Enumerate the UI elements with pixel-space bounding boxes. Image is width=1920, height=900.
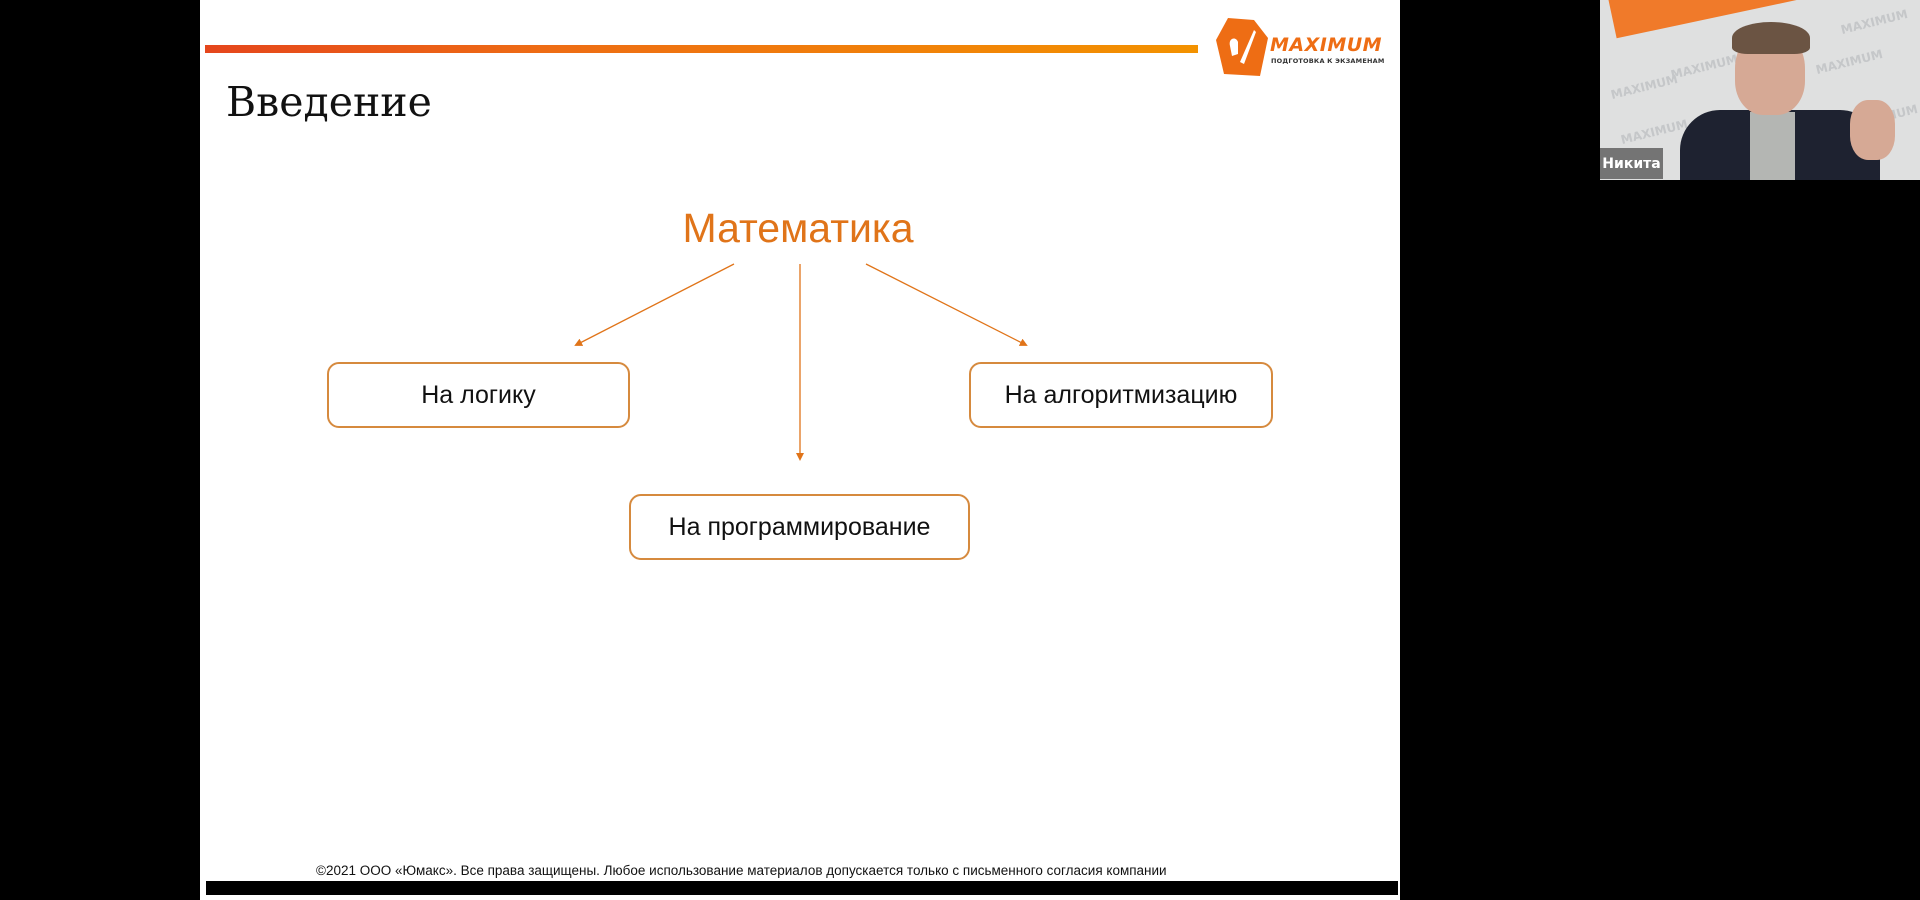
diagram-node-programming: На программирование <box>629 494 970 560</box>
arrow-to-algorithmization <box>865 263 1028 346</box>
backdrop-watermark: MAXIMUM <box>1814 46 1885 78</box>
participant-hair <box>1732 22 1810 54</box>
backdrop-watermark: MAXIMUM <box>1669 51 1740 83</box>
accent-bar <box>205 45 1198 53</box>
copyright-footer: ©2021 ООО «Юмакс». Все права защищены. Л… <box>316 863 1167 878</box>
participant-shirt <box>1750 112 1795 180</box>
bottom-bar <box>206 881 1398 895</box>
backdrop-watermark: MAXIMUM <box>1839 6 1910 38</box>
maximum-logo-icon <box>1216 18 1268 76</box>
participant-video-tile[interactable]: MAXIMUM MAXIMUM MAXIMUM MAXIMUM MAXIMUM … <box>1600 0 1920 180</box>
arrow-to-logic <box>574 263 735 346</box>
slide-title: Введение <box>226 78 432 126</box>
logo-tagline: ПОДГОТОВКА К ЭКЗАМЕНАМ <box>1271 57 1385 65</box>
diagram-node-algorithmization: На алгоритмизацию <box>969 362 1273 428</box>
presentation-slide: MAXIMUM ПОДГОТОВКА К ЭКЗАМЕНАМ Введение … <box>200 0 1400 900</box>
maximum-logo: MAXIMUM ПОДГОТОВКА К ЭКЗАМЕНАМ <box>1214 16 1389 78</box>
diagram-root-node: Математика <box>682 205 914 251</box>
backdrop-watermark: MAXIMUM <box>1619 116 1690 148</box>
video-backdrop-orange <box>1600 0 1852 39</box>
backdrop-watermark: MAXIMUM <box>1609 71 1680 103</box>
logo-wordmark: MAXIMUM <box>1270 34 1383 56</box>
diagram-node-logic: На логику <box>327 362 630 428</box>
diagram-connectors <box>574 263 1028 461</box>
participant-hand <box>1850 100 1895 160</box>
participant-name-label: Никита <box>1600 148 1663 179</box>
